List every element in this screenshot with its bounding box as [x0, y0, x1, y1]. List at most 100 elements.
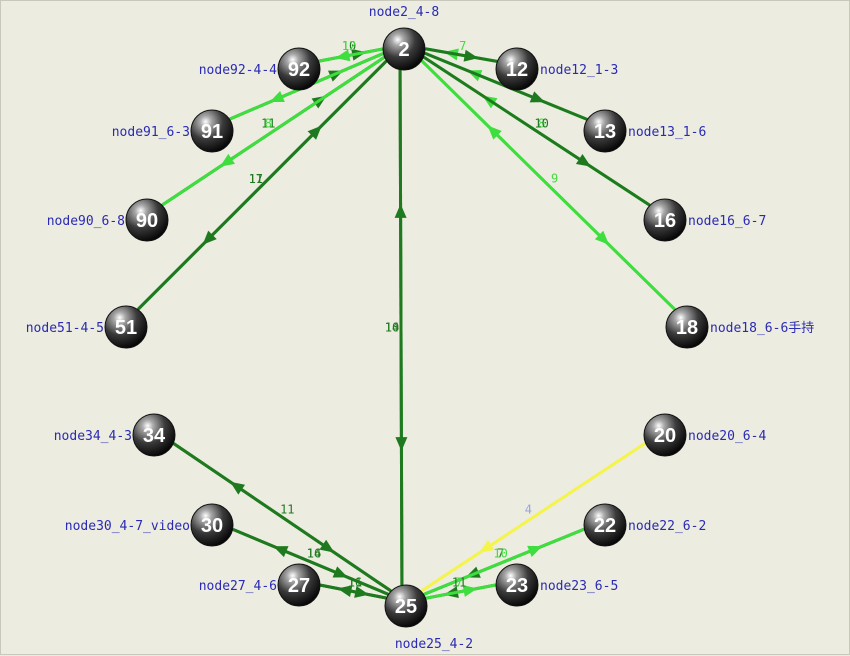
node-sphere-icon[interactable]	[665, 305, 709, 349]
node-number: 13	[594, 121, 616, 143]
node-number: 91	[201, 121, 223, 143]
node-label: node34_4-3	[54, 429, 132, 444]
arrowhead	[463, 49, 479, 62]
edge-n25-n34	[172, 442, 392, 593]
node-sphere-icon[interactable]	[495, 47, 539, 91]
node-number: 22	[594, 515, 616, 537]
edge-label: 16	[307, 547, 321, 561]
node-sphere-icon[interactable]	[583, 109, 627, 153]
node-sphere-icon[interactable]	[277, 47, 321, 91]
arrowhead	[273, 546, 289, 558]
arrowhead	[575, 153, 591, 167]
edge-label: 17	[249, 172, 263, 186]
node-number: 23	[506, 575, 528, 597]
arrowhead	[230, 481, 246, 495]
node-sphere-icon[interactable]	[190, 109, 234, 153]
node-number: 2	[398, 39, 409, 61]
node-label: node16_6-7	[688, 214, 766, 229]
node-sphere-icon[interactable]	[643, 198, 687, 242]
arrowhead	[219, 153, 235, 167]
edge-label: 11	[452, 576, 466, 590]
edge-n2-n12	[425, 47, 498, 63]
node-sphere-icon[interactable]	[384, 584, 428, 628]
node-number: 30	[201, 515, 223, 537]
edge-n2-n16	[422, 55, 651, 207]
edge-label: 11	[280, 503, 294, 517]
node-sphere-icon[interactable]	[104, 305, 148, 349]
edge-n2-n92	[318, 47, 383, 63]
node-sphere-icon[interactable]	[277, 563, 321, 607]
edge-n25-n30	[232, 528, 389, 596]
arrowhead	[462, 585, 478, 597]
node-sphere-icon[interactable]	[125, 198, 169, 242]
node-sphere-icon[interactable]	[583, 503, 627, 547]
nodes-layer: 2node2_4-892node92-4-491node91_6-390node…	[26, 5, 815, 652]
node-label: node51-4-5	[26, 321, 104, 336]
edge-n25-n22	[423, 527, 585, 596]
node-2[interactable]: 2 node2_4-8	[369, 5, 439, 71]
edge-n2-n18	[420, 59, 676, 311]
node-number: 34	[143, 425, 166, 447]
node-sphere-icon[interactable]	[382, 27, 426, 71]
node-30[interactable]: 30 node30_4-7_video	[65, 503, 234, 547]
edge-label: 4	[525, 503, 532, 517]
node-number: 25	[395, 596, 417, 618]
arrowhead	[529, 91, 545, 103]
node-label: node30_4-7_video	[65, 519, 190, 534]
edge-n2-n51	[136, 59, 388, 311]
node-label: node2_4-8	[369, 5, 439, 20]
node-label: node20_6-4	[688, 429, 766, 444]
edge-label: 10	[342, 39, 356, 53]
edge-label: 7	[459, 39, 466, 53]
node-number: 12	[506, 59, 528, 81]
edge-label: 10	[385, 321, 399, 335]
node-number: 90	[136, 210, 158, 232]
arrowhead	[594, 230, 610, 245]
node-label: node13_1-6	[628, 125, 706, 140]
edge-label: 14	[385, 321, 399, 335]
edge-label: 8	[538, 117, 545, 131]
arrowhead	[269, 91, 285, 103]
node-number: 18	[676, 317, 698, 339]
arrowhead	[202, 230, 217, 245]
node-label: node23_6-5	[540, 579, 618, 594]
edge-label: 7	[455, 576, 462, 590]
arrowhead	[395, 437, 408, 452]
node-label: node22_6-2	[628, 519, 706, 534]
arrowhead	[335, 49, 351, 62]
edge-label: 12	[342, 39, 356, 53]
node-sphere-icon[interactable]	[643, 413, 687, 457]
node-23[interactable]: 23 node23_6-5	[495, 563, 618, 607]
edge-n25-n27	[320, 583, 387, 600]
edge-label: 11	[261, 117, 275, 131]
node-22[interactable]: 22 node22_6-2	[583, 503, 706, 547]
node-13[interactable]: 13 node13_1-6	[583, 109, 706, 153]
node-34[interactable]: 34 node34_4-3	[54, 413, 176, 457]
node-sphere-icon[interactable]	[190, 503, 234, 547]
node-label: node27_4-6	[199, 579, 277, 594]
edge-label: 9	[551, 172, 558, 186]
node-label: node92-4-4	[199, 63, 277, 78]
node-sphere-icon[interactable]	[132, 413, 176, 457]
edge-labels-layer: 1012116118111776108109101411141611161177…	[249, 39, 559, 590]
edge-label: 11	[348, 576, 362, 590]
node-12[interactable]: 12 node12_1-3	[495, 47, 618, 91]
edge-n25-n23	[425, 583, 496, 600]
edge-n2-n90	[161, 56, 386, 207]
node-sphere-icon[interactable]	[495, 563, 539, 607]
arrowhead	[337, 585, 353, 598]
edge-label: 14	[307, 547, 321, 561]
edge-n2-n25	[395, 70, 408, 586]
node-label: node12_1-3	[540, 63, 618, 78]
